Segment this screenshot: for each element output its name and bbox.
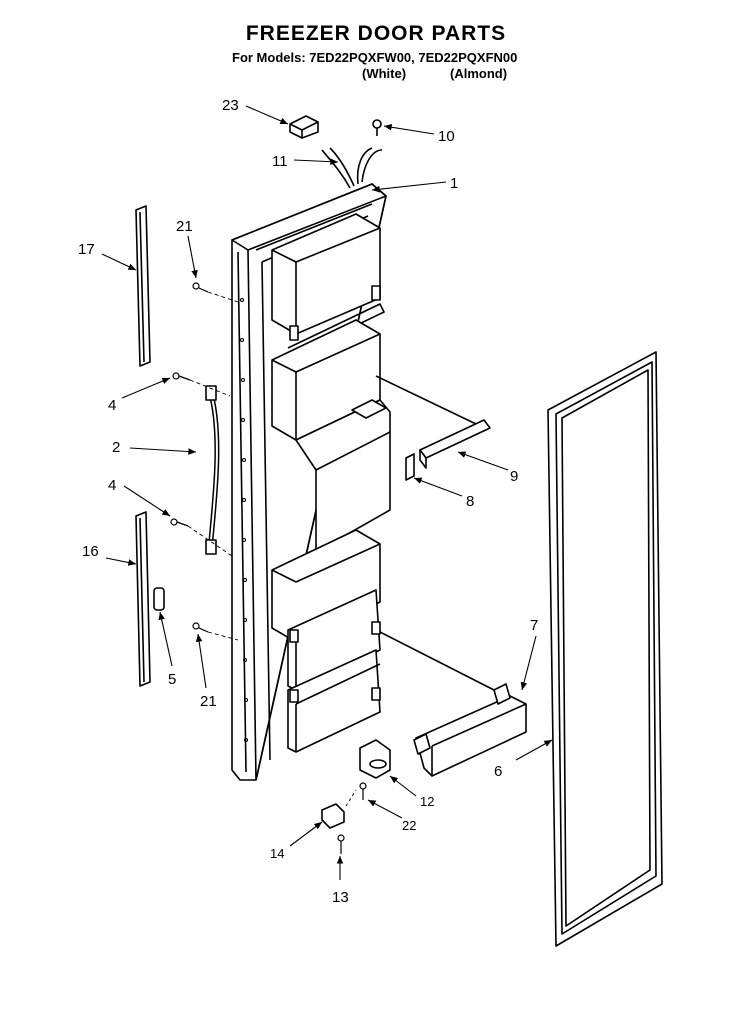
callout-14: 14 xyxy=(270,846,284,861)
handle-2 xyxy=(205,385,220,555)
screw-22 xyxy=(359,782,367,800)
screw-10 xyxy=(372,119,382,136)
callout-12: 12 xyxy=(420,794,434,809)
alignment-lines xyxy=(187,291,239,641)
callout-23: 23 xyxy=(222,97,239,114)
callout-6: 6 xyxy=(494,763,502,780)
hinge-12 xyxy=(359,739,391,779)
callout-1: 1 xyxy=(450,175,458,192)
callout-4-top: 4 xyxy=(108,397,116,414)
screws xyxy=(170,282,209,633)
leader-lines xyxy=(101,105,553,880)
callout-13: 13 xyxy=(332,889,349,906)
screw-13 xyxy=(337,834,345,854)
clip-5 xyxy=(153,587,165,611)
callout-10: 10 xyxy=(438,128,455,145)
color-almond: (Almond) xyxy=(450,66,508,81)
callout-22: 22 xyxy=(402,818,416,833)
callout-5: 5 xyxy=(168,671,176,688)
trim-9 xyxy=(375,375,491,469)
callout-16: 16 xyxy=(82,543,99,560)
callout-8: 8 xyxy=(466,493,474,510)
connector-23 xyxy=(289,115,319,139)
trim-strip-17 xyxy=(135,205,151,367)
bracket-8 xyxy=(405,453,415,481)
callout-9: 9 xyxy=(510,468,518,485)
callout-4-bottom: 4 xyxy=(108,477,116,494)
callout-2: 2 xyxy=(112,439,120,456)
part-14 xyxy=(321,789,357,829)
callout-17: 17 xyxy=(78,241,95,258)
trim-strip-16 xyxy=(135,511,151,687)
wire-harness xyxy=(321,147,383,189)
callout-7: 7 xyxy=(530,617,538,634)
door-liner xyxy=(271,213,391,753)
callout-numbers: 23 10 11 1 17 21 4 2 9 8 4 16 5 21 7 6 1… xyxy=(78,97,538,906)
diagram-title: FREEZER DOOR PARTS xyxy=(245,22,507,45)
door-bin-7 xyxy=(379,631,527,777)
callout-11: 11 xyxy=(272,153,288,170)
gasket-6 xyxy=(547,351,663,947)
callout-21-bottom: 21 xyxy=(200,693,217,710)
callout-21-top: 21 xyxy=(176,218,193,235)
models-line: For Models: 7ED22PQXFW00, 7ED22PQXFN00 xyxy=(232,50,518,65)
color-white: (White) xyxy=(362,66,407,81)
